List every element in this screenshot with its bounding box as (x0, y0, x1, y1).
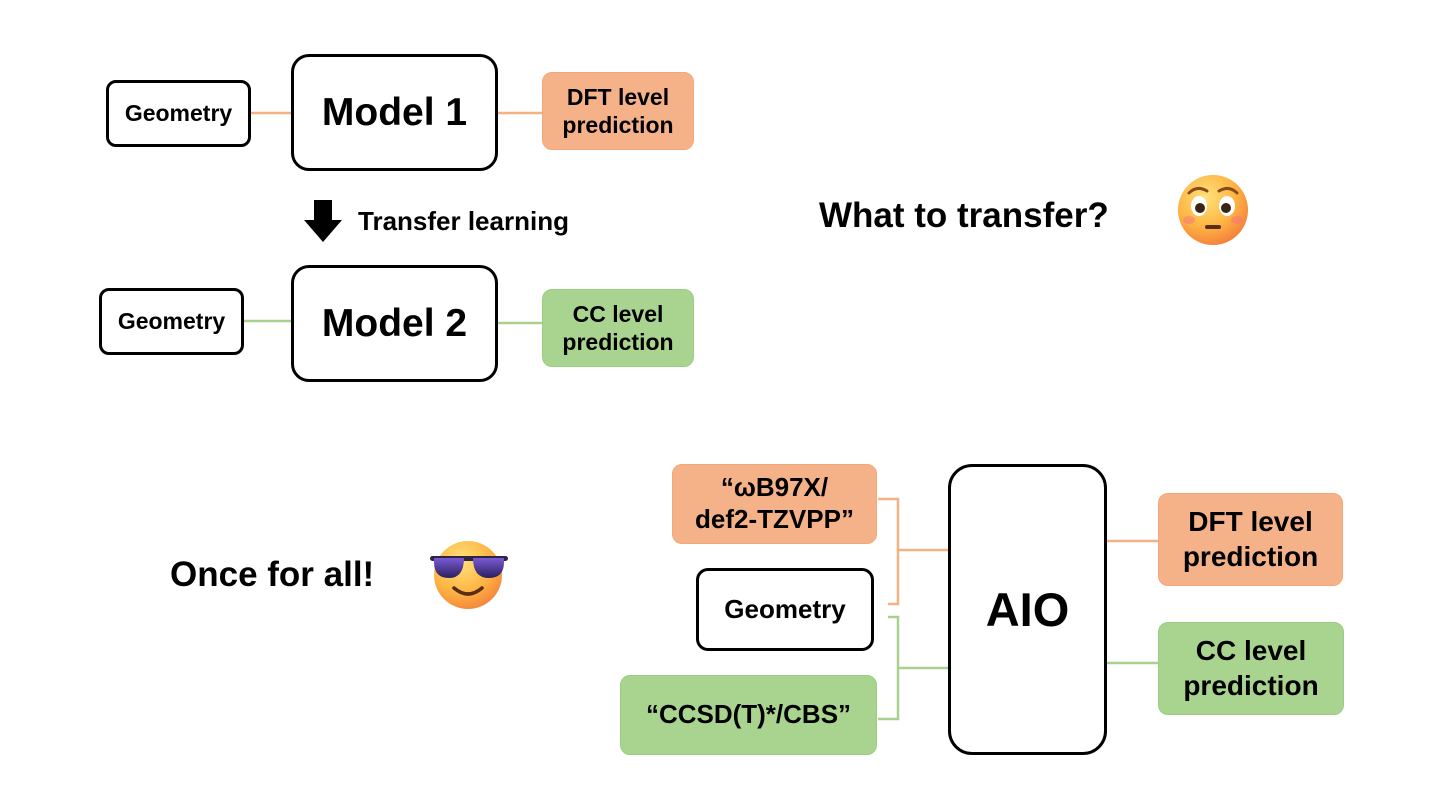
model-2-label: Model 2 (321, 301, 468, 345)
geometry-input-3-label: Geometry (724, 593, 846, 624)
cc-method-label: “CCSD(T)*/CBS” (645, 699, 852, 730)
transfer-learning-label: Transfer learning (358, 206, 569, 236)
question-label: What to transfer? (819, 196, 1109, 235)
geometry-input-1-label: Geometry (124, 100, 233, 127)
cc-prediction-2-label: CC level prediction (1183, 635, 1319, 701)
bracket-cc-inputs (878, 615, 948, 721)
down-arrow-icon (304, 200, 342, 242)
dft-prediction-1: DFT level prediction (542, 72, 694, 150)
sunglasses-face-icon (430, 541, 508, 609)
dft-method-input: “ωB97X/ def2-TZVPP” (672, 464, 877, 544)
geometry-input-2-label: Geometry (117, 308, 226, 335)
cc-prediction-1: CC level prediction (542, 289, 694, 367)
cc-prediction-1-label: CC level prediction (562, 300, 674, 355)
dft-prediction-2: DFT level prediction (1158, 493, 1343, 586)
dft-prediction-2-label: DFT level prediction (1182, 506, 1319, 572)
cc-method-input: “CCSD(T)*/CBS” (620, 675, 877, 755)
geometry-input-3: Geometry (696, 568, 874, 651)
model-2-box: Model 2 (291, 265, 498, 382)
aio-model-box: AIO (948, 464, 1107, 755)
slogan-label: Once for all! (170, 555, 375, 594)
aio-label: AIO (985, 582, 1070, 636)
worried-face-icon (1178, 175, 1248, 245)
geometry-input-2: Geometry (99, 288, 244, 355)
bracket-dft-inputs (878, 497, 948, 606)
dft-method-label: “ωB97X/ def2-TZVPP” (695, 472, 854, 534)
model-1-box: Model 1 (291, 54, 498, 171)
model-1-label: Model 1 (321, 90, 468, 134)
geometry-input-1: Geometry (106, 80, 251, 147)
dft-prediction-1-label: DFT level prediction (562, 83, 674, 138)
cc-prediction-2: CC level prediction (1158, 622, 1344, 715)
